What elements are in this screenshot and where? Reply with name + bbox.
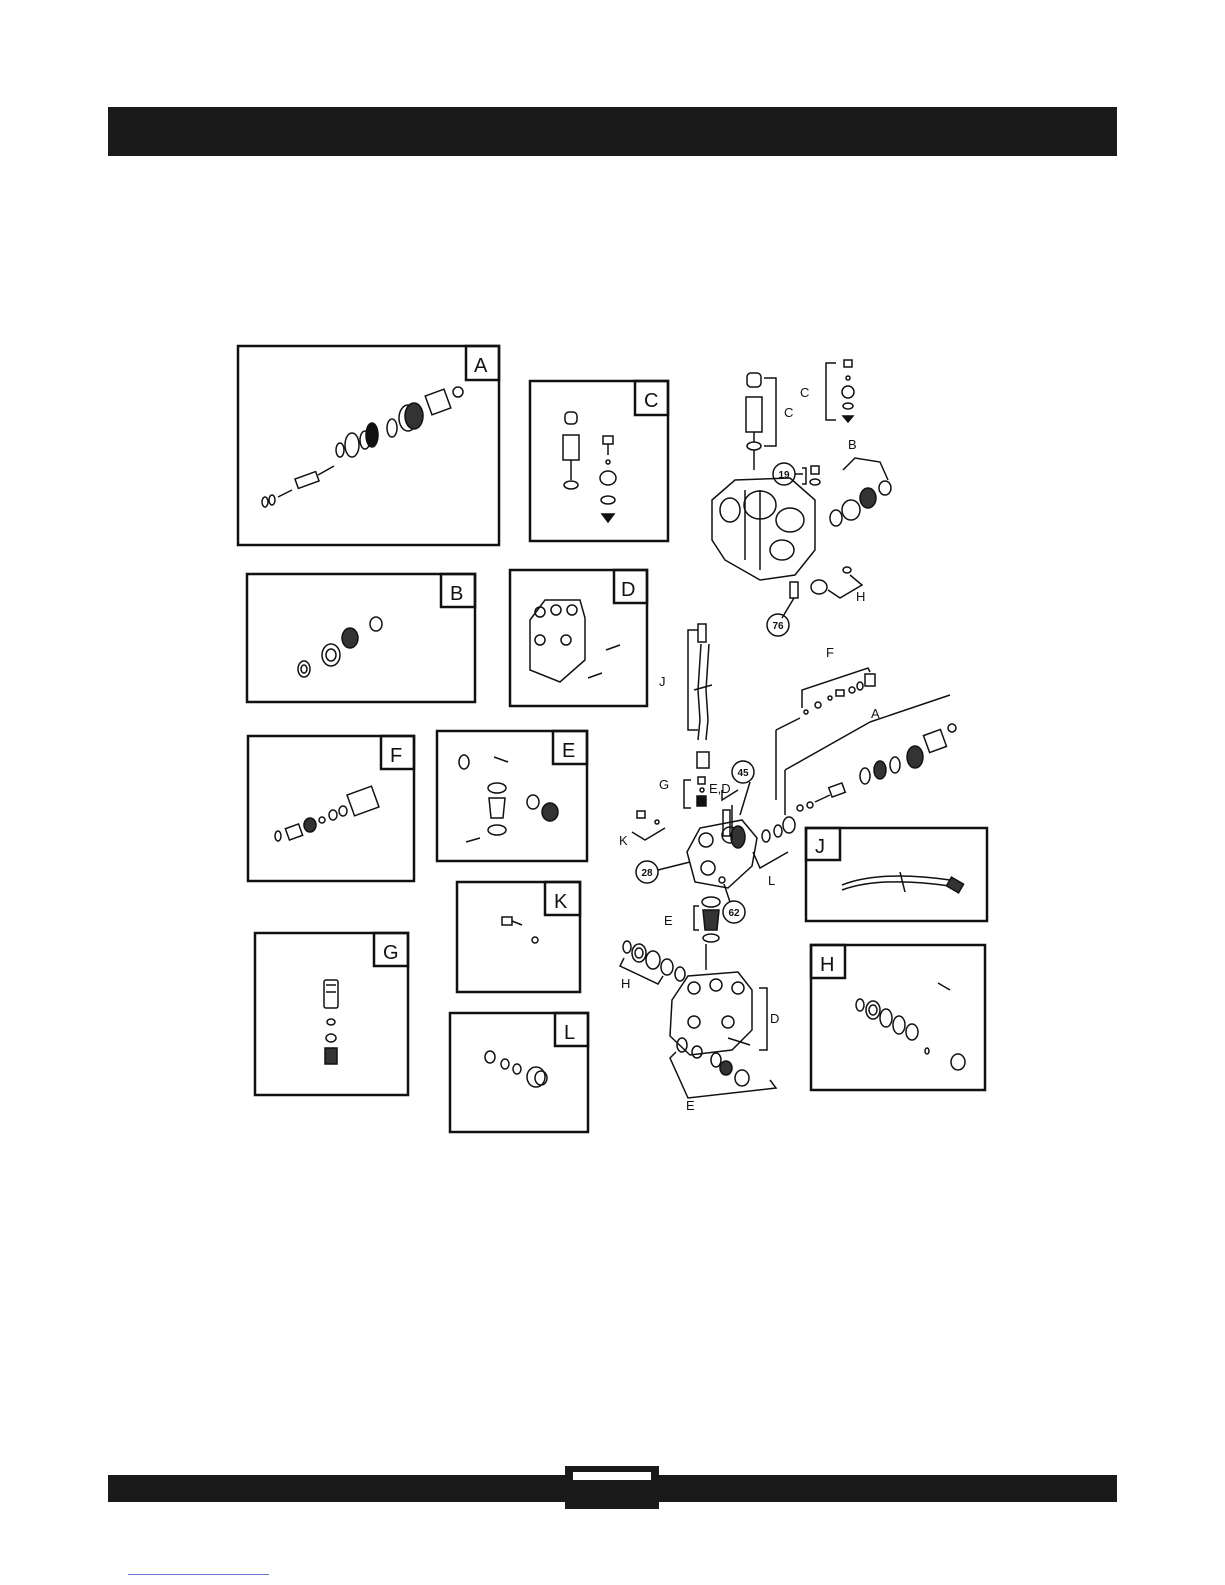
- callout-k: K: [619, 833, 628, 848]
- inset-d-parts: [530, 600, 620, 682]
- inset-d: D: [510, 570, 647, 706]
- part-45: 45: [737, 768, 749, 779]
- inset-a-letter: A: [474, 355, 488, 377]
- part-number-callouts: 19 76 45 28 62: [636, 463, 803, 923]
- inset-j: J: [806, 828, 987, 921]
- inset-j-letter: J: [815, 836, 825, 858]
- callout-j: J: [659, 674, 666, 689]
- callout-g: G: [659, 777, 669, 792]
- inset-a-parts: [262, 387, 463, 507]
- part-28: 28: [641, 868, 653, 879]
- inset-b-parts: [298, 617, 382, 677]
- inset-f-parts: [275, 786, 379, 841]
- inset-k-letter: K: [554, 891, 568, 913]
- pump-head: [620, 941, 776, 1098]
- inset-e-letter: E: [562, 740, 575, 762]
- inset-d-letter: D: [621, 579, 635, 601]
- callout-ed: E,D: [709, 781, 731, 796]
- callout-c-side: C: [800, 385, 809, 400]
- inset-l: L: [450, 1013, 588, 1132]
- inset-h-letter: H: [820, 954, 834, 976]
- inset-b-letter: B: [450, 583, 463, 605]
- callout-e-lower: E: [686, 1098, 695, 1113]
- callout-l: L: [768, 873, 775, 888]
- callout-h-lower: H: [621, 976, 630, 991]
- inset-l-parts: [485, 1051, 547, 1087]
- part-19: 19: [778, 470, 790, 481]
- inset-c-parts: [563, 412, 616, 522]
- inset-h-parts: [856, 983, 965, 1070]
- inset-b: B: [247, 574, 475, 702]
- pump-manifold: [632, 624, 956, 942]
- inset-k-parts: [502, 917, 538, 943]
- callout-d: D: [770, 1011, 779, 1026]
- inset-c-letter: C: [644, 390, 658, 412]
- inset-k: K: [457, 882, 580, 992]
- callout-b: B: [848, 437, 857, 452]
- inset-l-letter: L: [564, 1022, 575, 1044]
- inset-a: A: [238, 346, 499, 545]
- callout-a: A: [871, 706, 880, 721]
- inset-g: G: [255, 933, 408, 1095]
- inset-e: E: [437, 731, 587, 861]
- callout-f: F: [826, 645, 834, 660]
- callout-e-mid: E: [664, 913, 673, 928]
- footer-link-underline: [128, 1574, 269, 1575]
- inset-g-letter: G: [383, 942, 399, 964]
- inset-g-parts: [324, 980, 338, 1064]
- inset-f-letter: F: [390, 745, 402, 767]
- inset-e-parts: [459, 755, 558, 842]
- part-62: 62: [728, 908, 740, 919]
- inset-h: H: [811, 945, 985, 1090]
- inset-c: C: [530, 381, 668, 541]
- inset-j-parts: [842, 872, 964, 893]
- part-76: 76: [772, 621, 784, 632]
- callout-h-upper: H: [856, 589, 865, 604]
- callout-c-top: C: [784, 405, 793, 420]
- footer-page-tab-inner: [573, 1472, 651, 1480]
- inset-f: F: [248, 736, 414, 881]
